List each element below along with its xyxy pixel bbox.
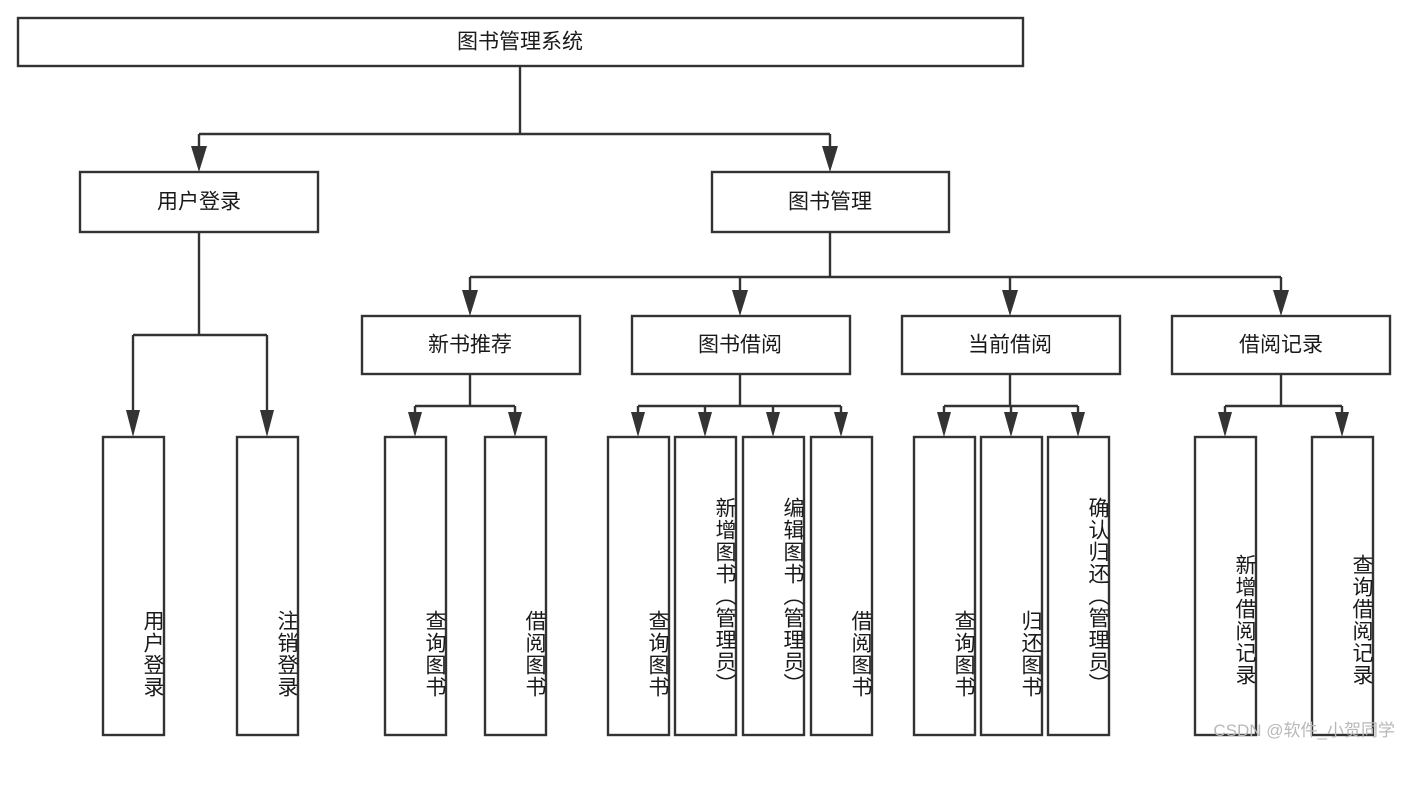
leaf-query-borrow-record-box[interactable] bbox=[1310, 435, 1375, 737]
arrow-head-book-manage bbox=[822, 146, 838, 172]
node-root-box[interactable] bbox=[16, 16, 1025, 68]
node-current-borrow-label: 当前借阅 bbox=[968, 334, 1052, 357]
connector-group-book-manage bbox=[462, 232, 1289, 316]
leaf-borrow-book-box[interactable] bbox=[809, 435, 874, 737]
node-book-manage-label: 图书管理 bbox=[788, 191, 872, 214]
node-borrow-record-box[interactable] bbox=[1170, 314, 1392, 376]
leaf-add-borrow-record-box[interactable] bbox=[1193, 435, 1258, 737]
node-new-book-recommend-box[interactable] bbox=[360, 314, 582, 376]
arrow-head-leaf-borrow-book bbox=[834, 412, 848, 437]
csdn-watermark: CSDN @软件_小贺同学 bbox=[1213, 721, 1395, 740]
node-borrow-record[interactable]: 借阅记录 bbox=[1170, 314, 1392, 376]
node-book-manage[interactable]: 图书管理 bbox=[710, 170, 951, 234]
node-root-label: 图书管理系统 bbox=[457, 31, 583, 54]
arrow-head-leaf-add-book-admin bbox=[698, 412, 712, 437]
arrow-head-leaf-user-login bbox=[126, 410, 140, 437]
node-new-book-recommend-label: 新书推荐 bbox=[428, 334, 512, 357]
arrow-head-borrow-record bbox=[1273, 290, 1289, 316]
arrow-head-new-book-recommend bbox=[462, 290, 478, 316]
diagram-canvas: 图书管理系统 用户登录 图书管理 新书推荐 图书借阅 当前借阅 借阅记录 bbox=[16, 16, 1392, 737]
leaf-edit-book-admin-box[interactable] bbox=[741, 435, 806, 737]
connector-group-current-borrow bbox=[937, 374, 1085, 437]
arrow-head-leaf-return-book bbox=[1004, 412, 1018, 437]
arrow-head-current-borrow bbox=[1002, 290, 1018, 316]
node-user-login-box[interactable] bbox=[78, 170, 320, 234]
node-book-borrow-box[interactable] bbox=[630, 314, 852, 376]
arrow-head-leaf-add-borrow-record bbox=[1218, 412, 1232, 437]
node-book-borrow-label: 图书借阅 bbox=[698, 334, 782, 357]
leaf-query-book-current-box[interactable] bbox=[912, 435, 977, 737]
node-current-borrow-box[interactable] bbox=[900, 314, 1122, 376]
connector-group-user-login bbox=[126, 232, 274, 437]
arrow-head-user-login bbox=[191, 146, 207, 172]
node-user-login-label: 用户登录 bbox=[157, 191, 241, 214]
node-root[interactable]: 图书管理系统 bbox=[16, 16, 1025, 68]
node-book-manage-box[interactable] bbox=[710, 170, 951, 234]
leaf-query-book-rec-box[interactable] bbox=[383, 435, 448, 737]
arrow-head-leaf-query-book-borrow bbox=[631, 412, 645, 437]
node-current-borrow[interactable]: 当前借阅 bbox=[900, 314, 1122, 376]
leaf-add-book-admin-box[interactable] bbox=[673, 435, 738, 737]
connector-group-new-book-recommend bbox=[408, 374, 522, 437]
arrow-head-book-borrow bbox=[732, 290, 748, 316]
connector-group-root bbox=[191, 66, 838, 172]
arrow-head-leaf-logout-login bbox=[260, 410, 274, 437]
leaf-borrow-book-rec-box[interactable] bbox=[483, 435, 548, 737]
arrow-head-leaf-query-borrow-record bbox=[1335, 412, 1349, 437]
arrow-head-leaf-query-book-rec bbox=[408, 412, 422, 437]
connector-group-book-borrow bbox=[631, 374, 848, 437]
leaf-return-book-box[interactable] bbox=[979, 435, 1044, 737]
arrow-head-leaf-confirm-return-admin bbox=[1071, 412, 1085, 437]
connector-group-borrow-record bbox=[1218, 374, 1349, 437]
node-book-borrow[interactable]: 图书借阅 bbox=[630, 314, 852, 376]
arrow-head-leaf-edit-book-admin bbox=[766, 412, 780, 437]
leaf-confirm-return-admin-box[interactable] bbox=[1046, 435, 1111, 737]
node-user-login[interactable]: 用户登录 bbox=[78, 170, 320, 234]
node-borrow-record-label: 借阅记录 bbox=[1239, 334, 1323, 357]
node-new-book-recommend[interactable]: 新书推荐 bbox=[360, 314, 582, 376]
leaf-logout-login-box[interactable] bbox=[235, 435, 300, 737]
leaf-query-book-borrow-box[interactable] bbox=[606, 435, 671, 737]
leaf-boxes bbox=[101, 435, 1375, 737]
leaf-user-login-box[interactable] bbox=[101, 435, 166, 737]
diagram-root: 图书管理系统 用户登录 图书管理 新书推荐 图书借阅 当前借阅 借阅记录 bbox=[16, 16, 1395, 740]
arrow-head-leaf-borrow-book-rec bbox=[508, 412, 522, 437]
arrow-head-leaf-query-book-current bbox=[937, 412, 951, 437]
